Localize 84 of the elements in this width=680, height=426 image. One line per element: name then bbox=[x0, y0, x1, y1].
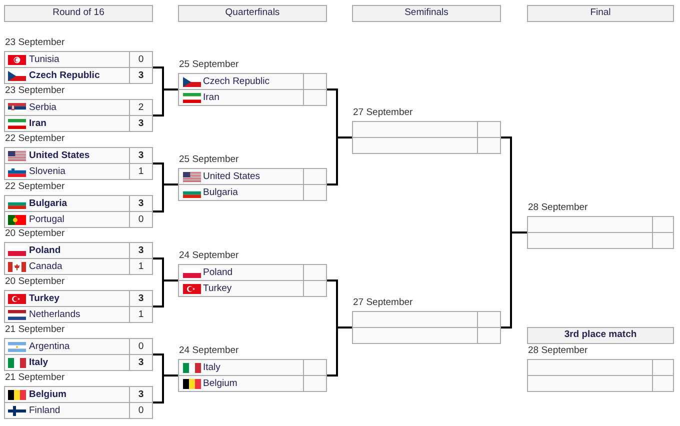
round-header: Semifinals bbox=[352, 5, 501, 22]
match-date: 22 September bbox=[5, 181, 65, 193]
bracket-line bbox=[327, 326, 352, 376]
match-box bbox=[178, 359, 327, 392]
score: 0 bbox=[138, 53, 144, 67]
score: 3 bbox=[138, 149, 144, 163]
score: 0 bbox=[138, 404, 144, 418]
team-name: Czech Republic bbox=[29, 69, 100, 83]
match-date: 21 September bbox=[5, 372, 65, 384]
team-name: Italy bbox=[203, 361, 220, 375]
score: 3 bbox=[138, 69, 144, 83]
team-name: Bulgaria bbox=[29, 197, 68, 211]
team-name: Portugal bbox=[29, 213, 64, 227]
bracket-line bbox=[327, 136, 352, 186]
score: 3 bbox=[138, 117, 144, 131]
match-date: 23 September bbox=[5, 37, 65, 49]
team-name: Turkey bbox=[29, 292, 60, 306]
team-name: United States bbox=[203, 170, 260, 184]
match-box bbox=[4, 99, 153, 132]
match-date: 27 September bbox=[353, 297, 413, 309]
bracket-line bbox=[153, 374, 178, 404]
match-box bbox=[4, 290, 153, 323]
match-box bbox=[178, 168, 327, 201]
score: 1 bbox=[138, 260, 144, 274]
team-name: Belgium bbox=[29, 388, 66, 402]
team-name: Argentina bbox=[29, 340, 70, 354]
match-date: 20 September bbox=[5, 276, 65, 288]
match-date: 27 September bbox=[353, 107, 413, 119]
round-header: 3rd place match bbox=[527, 327, 674, 344]
match-date: 21 September bbox=[5, 324, 65, 336]
match-box bbox=[352, 121, 501, 154]
team-name: Tunisia bbox=[29, 53, 60, 67]
match-date: 20 September bbox=[5, 228, 65, 240]
match-date: 22 September bbox=[5, 133, 65, 145]
team-name: Poland bbox=[203, 266, 233, 280]
match-date: 25 September bbox=[179, 59, 239, 71]
match-box bbox=[178, 73, 327, 106]
match-box bbox=[352, 311, 501, 344]
match-box bbox=[4, 386, 153, 419]
score: 3 bbox=[138, 292, 144, 306]
match-date: 25 September bbox=[179, 154, 239, 166]
match-box bbox=[4, 147, 153, 180]
bracket-line bbox=[153, 88, 178, 116]
match-box bbox=[4, 242, 153, 275]
score: 3 bbox=[138, 388, 144, 402]
match-box bbox=[4, 51, 153, 84]
team-name: Turkey bbox=[203, 282, 232, 296]
match-box bbox=[527, 216, 674, 249]
bracket-line bbox=[153, 184, 178, 212]
team-name: Finland bbox=[29, 404, 60, 418]
team-name: Czech Republic bbox=[203, 75, 270, 89]
match-box bbox=[4, 338, 153, 371]
team-name: Netherlands bbox=[29, 308, 80, 322]
score: 0 bbox=[138, 213, 144, 227]
team-name: Iran bbox=[29, 117, 46, 131]
team-name: Slovenia bbox=[29, 165, 66, 179]
team-name: Canada bbox=[29, 260, 62, 274]
match-box bbox=[178, 264, 327, 297]
team-name: Italy bbox=[29, 356, 48, 370]
team-name: Serbia bbox=[29, 101, 56, 115]
score: 3 bbox=[138, 244, 144, 258]
match-date: 28 September bbox=[528, 202, 588, 214]
score: 0 bbox=[138, 340, 144, 354]
match-date: 24 September bbox=[179, 345, 239, 357]
team-name: Poland bbox=[29, 244, 61, 258]
score: 3 bbox=[138, 356, 144, 370]
bracket-line bbox=[153, 280, 178, 308]
round-header: Final bbox=[527, 5, 674, 22]
match-box bbox=[4, 195, 153, 228]
team-name: Iran bbox=[203, 91, 220, 105]
match-date: 23 September bbox=[5, 85, 65, 97]
match-box bbox=[527, 359, 674, 392]
team-name: Bulgaria bbox=[203, 186, 238, 200]
score: 3 bbox=[138, 197, 144, 211]
score: 1 bbox=[138, 165, 144, 179]
score: 2 bbox=[138, 101, 144, 115]
round-header: Quarterfinals bbox=[178, 5, 327, 22]
score: 1 bbox=[138, 308, 144, 322]
team-name: United States bbox=[29, 149, 90, 163]
round-header: Round of 16 bbox=[4, 5, 153, 22]
bracket-line bbox=[501, 232, 527, 328]
match-date: 24 September bbox=[179, 250, 239, 262]
team-name: Belgium bbox=[203, 377, 238, 391]
match-date: 28 September bbox=[528, 345, 588, 357]
